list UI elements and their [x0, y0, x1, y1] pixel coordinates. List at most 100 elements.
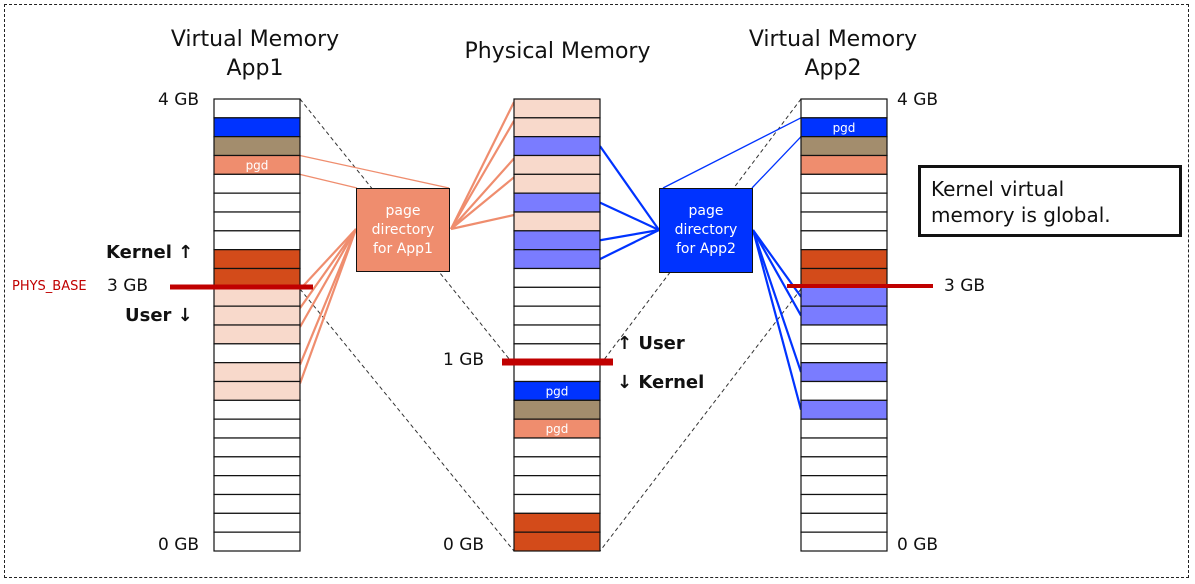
physical-memory-row-11 — [513, 305, 601, 326]
app2-memory-row-23 — [800, 531, 888, 552]
physical-memory-row-18 — [513, 437, 601, 458]
app2-memory-row-22 — [800, 512, 888, 533]
app1-pd-to-phys-line-2 — [450, 157, 515, 230]
app2-memory-row-0 — [800, 98, 888, 119]
app2-4gb-label: 4 GB — [897, 90, 939, 110]
app1-pd-to-phys-line-0 — [450, 101, 515, 230]
app1-pd-to-phys-line-4 — [450, 213, 515, 231]
physical-row-label-17: pgd — [546, 422, 569, 436]
app2-memory-row-6 — [800, 211, 888, 232]
app1-memory-row-21 — [213, 493, 301, 514]
app2-pd-to-phys-line-3 — [599, 229, 660, 261]
app1-memory-row-14 — [213, 362, 301, 383]
app1-memory-row-6 — [213, 211, 301, 232]
app1-pgd-link-top — [299, 154, 450, 189]
app2-memory-row-16 — [800, 399, 888, 420]
physical-memory-row-5 — [513, 192, 601, 213]
app1-memory-row-4 — [213, 173, 301, 194]
app2-pd-to-virt-line-1 — [752, 229, 802, 317]
physical-memory-row-4 — [513, 173, 601, 194]
physical-memory-row-7 — [513, 230, 601, 251]
app1-memory-row-7 — [213, 230, 301, 251]
app1-pd-to-virt-line-1 — [299, 228, 357, 309]
app1-pd-to-virt-line-0 — [299, 228, 357, 291]
app2-memory-row-20 — [800, 475, 888, 496]
physical-memory-row-1 — [513, 117, 601, 138]
app1-memory-row-19 — [213, 456, 301, 477]
app1-memory-row-22 — [213, 512, 301, 533]
pd-app2-line1: page — [688, 203, 724, 219]
app1-0gb-label: 0 GB — [158, 535, 200, 555]
app1-memory-row-0 — [213, 98, 301, 119]
pd-app2-line2: directory — [674, 222, 738, 238]
app2-memory-row-7 — [800, 230, 888, 251]
app2-pd-to-virt-line-2 — [751, 229, 803, 373]
physical-memory-row-16 — [513, 399, 601, 420]
physical-memory-row-2 — [513, 136, 601, 157]
app1-memory-row-13 — [213, 343, 301, 364]
dashed-app2-3gb-to-phys-0gb — [599, 288, 802, 552]
app1-memory-row-12 — [213, 324, 301, 345]
app1-memory-row-8 — [213, 249, 301, 270]
app1-memory-row-17 — [213, 418, 301, 439]
app1-title-line2: App1 — [226, 56, 284, 81]
physical-memory-row-19 — [513, 456, 601, 477]
page-directory-app2: page directory for App2 — [659, 188, 753, 273]
kernel-down-label: ↓ Kernel — [617, 372, 705, 393]
physical-memory-row-6 — [513, 211, 601, 232]
phys-0gb-label: 0 GB — [443, 535, 485, 555]
app2-pd-to-phys-line-0 — [599, 145, 660, 231]
app1-memory-row-11 — [213, 305, 301, 326]
kernel-up-label: Kernel ↑ — [106, 242, 194, 263]
app2-memory-row-2 — [800, 136, 888, 157]
app1-pd-to-virt-line-4 — [298, 228, 358, 384]
physical-memory-row-3 — [513, 154, 601, 175]
dashed-app1-3gb-to-phys-0gb — [299, 288, 515, 552]
app1-memory-row-20 — [213, 475, 301, 496]
app1-title: Virtual Memory App1 — [150, 25, 360, 83]
app2-pd-to-virt-line-3 — [751, 229, 803, 411]
physical-memory-row-23 — [513, 531, 601, 552]
app2-memory-row-21 — [800, 493, 888, 514]
app1-memory-row-1 — [213, 117, 301, 138]
pd-app2-line3: for App2 — [676, 241, 736, 257]
app2-memory-row-13 — [800, 343, 888, 364]
app2-pgd-link-top — [662, 117, 802, 189]
app2-title-line2: App2 — [804, 56, 862, 81]
app1-row-label-3: pgd — [246, 158, 269, 172]
pd-app1-line2: directory — [371, 221, 435, 238]
diagram-frame — [4, 4, 1189, 578]
pd-app1-line1: page — [385, 202, 421, 219]
app2-memory-row-18 — [800, 437, 888, 458]
user-down-label: User ↓ — [125, 305, 193, 326]
physical-memory-row-22 — [513, 512, 601, 533]
app2-pd-to-phys-line-1 — [599, 201, 660, 231]
app2-memory-row-5 — [800, 192, 888, 213]
app1-memory-row-2 — [213, 136, 301, 157]
app1-3gb-label: 3 GB — [107, 276, 149, 296]
pd-app1-line3: for App1 — [373, 240, 433, 257]
app1-memory-row-18 — [213, 437, 301, 458]
physical-memory-row-8 — [513, 249, 601, 270]
physical-memory-row-20 — [513, 475, 601, 496]
app2-memory-row-19 — [800, 456, 888, 477]
app1-pgd-link-bottom — [299, 173, 358, 189]
app2-memory-row-10 — [800, 286, 888, 307]
note-line2: memory is global. — [931, 203, 1111, 227]
app1-title-line1: Virtual Memory — [170, 27, 340, 52]
app2-memory-row-11 — [800, 305, 888, 326]
app2-title: Virtual Memory App2 — [728, 25, 938, 83]
physical-title: Physical Memory — [464, 39, 651, 64]
app2-0gb-label: 0 GB — [897, 535, 939, 555]
app1-4gb-label: 4 GB — [158, 90, 200, 110]
app2-memory-row-14 — [800, 362, 888, 383]
physical-memory-row-0 — [513, 98, 601, 119]
app2-pgd-link-bottom — [751, 136, 802, 189]
app1-pd-to-virt-line-2 — [299, 228, 357, 328]
app2-pd-to-phys-line-2 — [599, 228, 660, 242]
app2-3gb-label: 3 GB — [944, 276, 986, 296]
app2-memory-row-12 — [800, 324, 888, 345]
app2-memory-row-17 — [800, 418, 888, 439]
page-directory-app1: page directory for App1 — [356, 188, 450, 272]
